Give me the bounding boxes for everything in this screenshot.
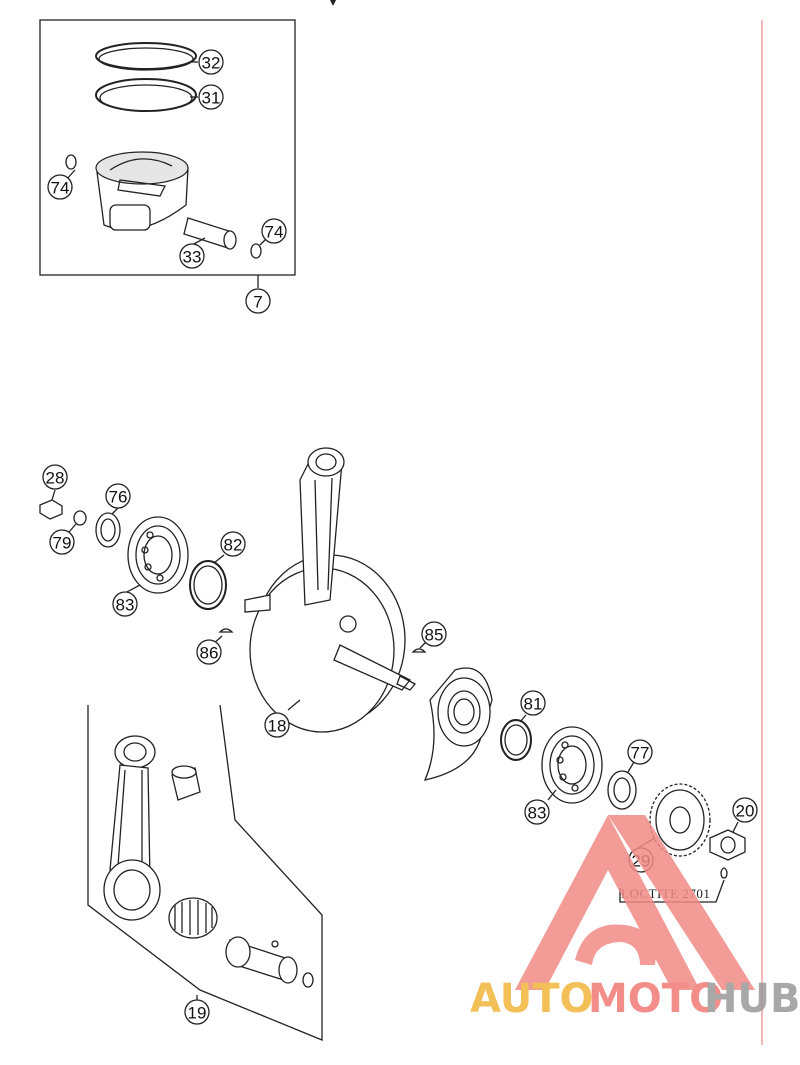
svg-text:81: 81 bbox=[524, 695, 543, 714]
svg-text:74: 74 bbox=[51, 179, 70, 198]
piston bbox=[95, 151, 189, 231]
svg-text:31: 31 bbox=[202, 89, 221, 108]
small-end-bush bbox=[171, 765, 201, 801]
piston-ring-lower bbox=[95, 78, 197, 112]
callout-81: 81 bbox=[520, 690, 546, 716]
svg-text:86: 86 bbox=[200, 644, 219, 663]
shaft-seal-76 bbox=[95, 512, 121, 548]
piston-kit-frame bbox=[39, 19, 296, 276]
collar-nut bbox=[39, 499, 63, 520]
callout-85: 85 bbox=[421, 621, 447, 647]
svg-text:7: 7 bbox=[253, 293, 262, 312]
svg-text:74: 74 bbox=[265, 223, 284, 242]
hex-nut-20 bbox=[709, 829, 746, 861]
callout-74-right: 74 bbox=[261, 218, 287, 244]
piston-pin bbox=[183, 217, 237, 250]
callout-77: 77 bbox=[627, 739, 653, 765]
callout-74-left: 74 bbox=[47, 174, 73, 200]
circlip-right bbox=[250, 243, 262, 259]
callout-33: 33 bbox=[179, 243, 205, 269]
shaft-seal-77 bbox=[607, 770, 637, 810]
primary-gear-sector bbox=[423, 667, 493, 781]
svg-text:19: 19 bbox=[188, 1004, 207, 1023]
svg-text:28: 28 bbox=[46, 469, 65, 488]
thrust-washer bbox=[302, 972, 314, 988]
watermark-text-auto: AUTO bbox=[470, 976, 594, 1022]
callout-86: 86 bbox=[196, 639, 222, 665]
loctite-drop bbox=[720, 867, 728, 879]
conrod-kit-frame bbox=[87, 704, 323, 1041]
svg-text:77: 77 bbox=[631, 744, 650, 763]
heading-fragment bbox=[330, 0, 336, 6]
svg-text:32: 32 bbox=[202, 54, 221, 73]
callout-76: 76 bbox=[105, 483, 131, 509]
callout-18: 18 bbox=[264, 712, 290, 738]
callout-79: 79 bbox=[49, 529, 75, 555]
svg-text:79: 79 bbox=[53, 534, 72, 553]
callout-83-right: 83 bbox=[524, 799, 550, 825]
woodruff-key-86 bbox=[218, 628, 234, 633]
crankshaft bbox=[244, 447, 417, 733]
svg-text:82: 82 bbox=[224, 536, 243, 555]
piston-kit-group bbox=[39, 19, 296, 288]
svg-text:33: 33 bbox=[183, 248, 202, 267]
connecting-rod bbox=[103, 735, 161, 921]
shim-82 bbox=[189, 560, 227, 610]
circlip-left bbox=[65, 154, 77, 170]
svg-text:20: 20 bbox=[736, 802, 755, 821]
crankshaft-group bbox=[39, 447, 746, 903]
callout-31: 31 bbox=[198, 84, 224, 110]
crank-pin bbox=[225, 936, 298, 984]
washer-79 bbox=[73, 510, 87, 526]
piston-ring-upper bbox=[95, 42, 197, 71]
callout-32: 32 bbox=[198, 49, 224, 75]
watermark-text-moto: MOTO bbox=[588, 976, 723, 1022]
watermark-text-hub: HUB bbox=[704, 976, 800, 1022]
callout-19: 19 bbox=[184, 999, 210, 1025]
automotohub-watermark: AUTO MOTO HUB bbox=[470, 815, 800, 1022]
watermark-triangle-logo bbox=[515, 815, 755, 990]
shim-81 bbox=[500, 719, 532, 761]
svg-text:85: 85 bbox=[425, 626, 444, 645]
needle-bearing bbox=[168, 897, 218, 939]
callout-83-left: 83 bbox=[112, 591, 138, 617]
woodruff-key-85 bbox=[411, 648, 427, 653]
conrod-kit-group bbox=[87, 704, 323, 1041]
crank-gear-29 bbox=[649, 783, 711, 857]
svg-text:18: 18 bbox=[268, 717, 287, 736]
svg-text:76: 76 bbox=[109, 488, 128, 507]
svg-text:83: 83 bbox=[528, 804, 547, 823]
callout-28: 28 bbox=[42, 464, 68, 490]
svg-text:83: 83 bbox=[116, 596, 135, 615]
main-bearing-left bbox=[127, 516, 189, 594]
main-bearing-right bbox=[541, 726, 603, 804]
callout-20: 20 bbox=[732, 797, 758, 823]
callout-82: 82 bbox=[220, 531, 246, 557]
callout-7: 7 bbox=[245, 288, 271, 314]
